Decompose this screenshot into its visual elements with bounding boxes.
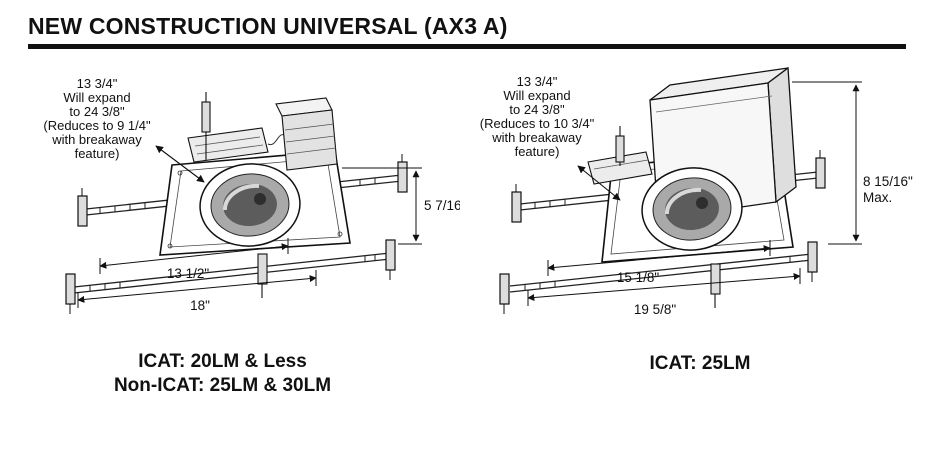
- expand-dimension-arrow: [577, 165, 621, 201]
- height-dimension: [342, 167, 422, 245]
- pan-width-dim-label: 15 1/8": [617, 270, 660, 285]
- expand-note-line5: with breakaway: [51, 132, 142, 147]
- aperture-can: [199, 163, 301, 247]
- junction-box: [275, 97, 338, 171]
- left-figure-caption: ICAT: 20LM & Less Non-ICAT: 25LM & 30LM: [55, 350, 390, 399]
- title-underline: [28, 44, 906, 49]
- expand-note-line6: feature): [75, 146, 120, 161]
- nail-plates: [499, 150, 826, 314]
- expand-note-line4: (Reduces to 10 3/4": [480, 116, 595, 131]
- expand-note: 13 3/4" Will expand to 24 3/8" (Reduces …: [480, 74, 595, 159]
- aperture-can: [641, 167, 743, 251]
- left-housing-drawing: 5 7/16" 13 1/2" 18" 13 3/4" Will expand …: [43, 76, 460, 314]
- nail-plates: [65, 154, 408, 314]
- expand-note-line5: with breakaway: [491, 130, 582, 145]
- pan-width-dim-label: 13 1/2": [167, 266, 210, 281]
- expand-dimension-arrow: [155, 145, 205, 183]
- right-figure-caption: ICAT: 25LM: [555, 352, 845, 376]
- left-caption-line2: Non-ICAT: 25LM & 30LM: [113, 375, 332, 397]
- expand-note-line2: Will expand: [63, 90, 130, 105]
- height-dimension: [792, 81, 862, 245]
- expand-note-line3: to 24 3/8": [509, 102, 565, 117]
- height-dim-qualifier: Max.: [863, 190, 892, 205]
- expand-note-line4: (Reduces to 9 1/4": [43, 118, 151, 133]
- width-dimensions: [77, 238, 317, 308]
- right-caption-line1: ICAT: 25LM: [649, 353, 751, 374]
- page-title: NEW CONSTRUCTION UNIVERSAL (AX3 A): [28, 13, 508, 39]
- expand-note-line1: 13 3/4": [517, 74, 558, 89]
- right-housing-drawing: 8 15/16" Max. 15 1/8" 19 5/8" 13 3/4" Wi…: [480, 66, 913, 317]
- driver-box: [187, 127, 285, 163]
- width-dimensions: [527, 240, 801, 306]
- expand-note-line3: to 24 3/8": [69, 104, 125, 119]
- expand-note-line2: Will expand: [503, 88, 570, 103]
- expand-note: 13 3/4" Will expand to 24 3/8" (Reduces …: [43, 76, 151, 161]
- height-dim-label: 5 7/16": [424, 198, 460, 213]
- left-caption-line1: ICAT: 20LM & Less: [138, 351, 307, 372]
- overall-width-dim-label: 18": [190, 298, 210, 313]
- expand-note-line6: feature): [515, 144, 560, 159]
- expand-note-line1: 13 3/4": [77, 76, 118, 91]
- height-dim-label: 8 15/16": [863, 174, 913, 189]
- overall-width-dim-label: 19 5/8": [634, 302, 677, 317]
